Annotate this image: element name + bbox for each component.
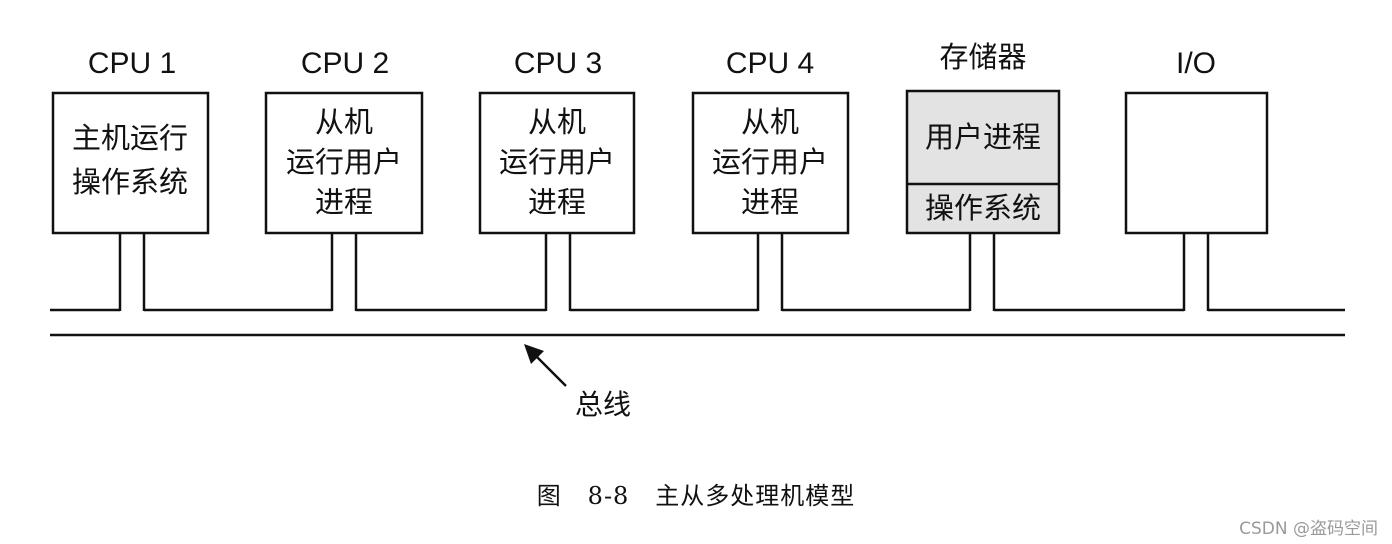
- connector-io: [1182, 232, 1210, 312]
- unit-cpu-2: CPU 2 从机 运行用户 进程: [264, 47, 424, 235]
- unit-io-title: I/O: [1176, 47, 1216, 80]
- unit-cpu-2-title: CPU 2: [301, 47, 389, 80]
- connector-memory: [968, 232, 996, 312]
- figure-caption: 图 8-8 主从多处理机模型: [0, 476, 1392, 511]
- connector-cpu-1: [118, 232, 146, 312]
- unit-memory-box: [905, 89, 1061, 235]
- unit-cpu-3-line-1: 从机: [528, 105, 586, 139]
- unit-cpu-3-title: CPU 3: [514, 47, 602, 80]
- bus: [50, 308, 1345, 337]
- unit-cpu-4-title: CPU 4: [726, 47, 814, 80]
- unit-cpu-1-title: CPU 1: [88, 47, 176, 80]
- unit-memory-operating-system: 操作系统: [925, 191, 1041, 225]
- connector-cpu-3: [544, 232, 572, 312]
- caption-number: 8-8: [587, 482, 630, 510]
- unit-io: I/O: [1124, 47, 1269, 235]
- unit-cpu-4-line-2: 运行用户: [712, 145, 828, 179]
- unit-memory: 存储器 用户进程 操作系统: [905, 40, 1061, 235]
- unit-io-box: [1124, 91, 1269, 235]
- unit-cpu-3-box: [478, 91, 636, 235]
- unit-cpu-3: CPU 3 从机 运行用户 进程: [478, 47, 636, 235]
- connector-cpu-2: [330, 232, 358, 312]
- bus-label: 总线: [575, 388, 631, 421]
- connectors: [118, 232, 1210, 312]
- caption-title: 主从多处理机模型: [655, 482, 856, 510]
- unit-cpu-1-line-2: 操作系统: [72, 165, 188, 199]
- unit-cpu-2-line-3: 进程: [315, 185, 373, 219]
- unit-memory-user-process: 用户进程: [925, 120, 1041, 154]
- unit-cpu-3-line-2: 运行用户: [499, 145, 615, 179]
- caption-figure: 图: [536, 482, 562, 510]
- unit-cpu-1-line-1: 主机运行: [72, 121, 188, 155]
- unit-cpu-4-line-3: 进程: [741, 185, 799, 219]
- unit-cpu-2-line-2: 运行用户: [286, 145, 402, 179]
- watermark: CSDN @盗码空间: [1239, 519, 1378, 539]
- unit-cpu-1-box: [51, 91, 210, 235]
- unit-cpu-4: CPU 4 从机 运行用户 进程: [691, 47, 850, 235]
- bus-arrow-shaft: [535, 355, 567, 387]
- unit-cpu-4-line-1: 从机: [741, 105, 799, 139]
- unit-memory-title: 存储器: [939, 40, 1026, 74]
- unit-cpu-4-box: [691, 91, 850, 235]
- unit-cpu-2-box: [264, 91, 424, 235]
- connector-cpu-4: [756, 232, 784, 312]
- unit-cpu-3-line-3: 进程: [528, 185, 586, 219]
- unit-cpu-2-line-1: 从机: [315, 105, 373, 139]
- bus-arrow-head: [524, 344, 544, 364]
- unit-cpu-1: CPU 1 主机运行 操作系统: [51, 47, 210, 235]
- bus-pointer: 总线: [524, 344, 631, 421]
